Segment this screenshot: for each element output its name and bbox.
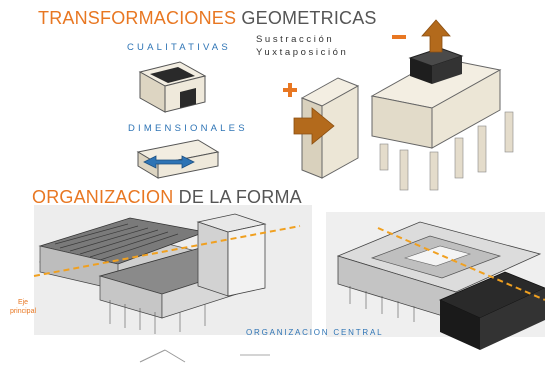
title-organizacion-rest: LA FORMA [209, 187, 302, 207]
annotation-eje-principal: Eje principal [8, 298, 38, 316]
title-transformaciones-rest: GEOMETRICAS [241, 8, 377, 28]
title-organizacion-middle: DE [178, 187, 205, 207]
title-transformaciones-highlight: TRANSFORMACIONES [38, 8, 237, 28]
minus-icon [392, 35, 406, 39]
title-organizacion-highlight: ORGANIZACION [32, 187, 174, 207]
yuxtaposicion-slab-illustration [293, 77, 360, 179]
label-dimensionales: DIMENSIONALES [128, 123, 248, 134]
building-organizacion-central-illustration [326, 212, 545, 350]
annotation-organizacion-central: ORGANIZACION CENTRAL [246, 328, 384, 337]
annotation-eje-line1: Eje [17, 299, 29, 306]
building-eje-principal-illustration [33, 205, 312, 335]
plus-icon [283, 83, 297, 97]
cualitativas-block-illustration [138, 61, 207, 113]
label-cualitativas: CUALITATIVAS [127, 42, 231, 53]
label-sustraccion: Sustracción [256, 34, 335, 45]
label-yuxtaposicion: Yuxtaposición [256, 47, 349, 58]
title-organizacion: ORGANIZACION DE LA FORMA [32, 187, 302, 208]
annotation-eje-line2: principal [9, 308, 37, 315]
bottom-sketch-fragments [139, 349, 270, 363]
title-transformaciones: TRANSFORMACIONES GEOMETRICAS [38, 8, 377, 29]
dimensionales-block-illustration [136, 139, 220, 179]
sustraccion-block-illustration [370, 19, 514, 191]
